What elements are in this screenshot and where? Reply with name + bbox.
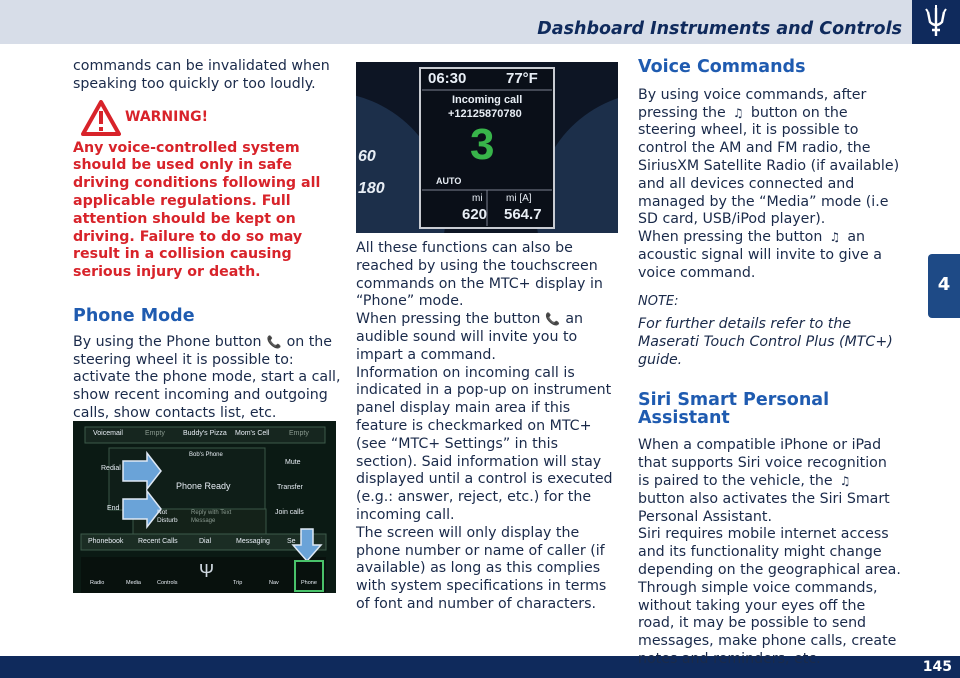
tab-settings[interactable]: Se [287,538,296,545]
tab-recent-calls[interactable]: Recent Calls [138,538,178,545]
col2-p4: The screen will only display the phone n… [356,524,607,612]
warning-icon [81,99,121,136]
phone-screen-image: Voicemail Empty Buddy's Pizza Mom's Cell… [73,421,336,593]
cluster-incoming: Incoming call [452,94,523,106]
col2-p2a: When pressing the button [356,311,541,328]
nav-phone[interactable]: Phone [301,580,317,586]
gauge-label-180: 180 [358,180,385,197]
voice-command-icon: ♫ [732,105,744,120]
page-title: Dashboard Instruments and Controls [537,19,902,39]
nav-nav[interactable]: Nav [269,580,279,586]
voice-commands-heading: Voice Commands [638,57,806,77]
redial-button[interactable]: Redial [101,465,121,472]
phone-mode-heading: Phone Mode [73,305,195,326]
device-name: Bob's Phone [189,452,223,458]
cluster-number: +12125870780 [448,108,522,120]
gauge-label-60: 60 [358,148,376,165]
cluster-mi-value: 620 [462,206,488,223]
trident-nav-icon[interactable]: Ψ [199,561,215,581]
instrument-cluster-image: 06:30 77°F Incoming call +12125870780 3 … [356,62,618,233]
fav-2[interactable]: Empty [145,430,165,437]
cluster-mi-label: mi [472,193,483,204]
tab-phonebook[interactable]: Phonebook [88,538,124,545]
voice-p1a: By using voice commands, after pressing … [638,86,867,121]
cluster-gear: 3 [470,120,495,169]
note-label: NOTE: [638,293,679,309]
phone-icon: 📞 [266,334,282,349]
phone-status: Phone Ready [176,481,231,491]
intro-text: commands can be invalidated when speakin… [73,58,330,92]
page-footer [0,656,960,678]
column-right: Voice Commands By using voice commands, … [638,57,902,669]
tab-messaging[interactable]: Messaging [236,538,270,545]
siri-heading: Siri Smart Personal Assistant [638,389,830,428]
cluster-time: 06:30 [428,70,467,87]
end-button[interactable]: End [107,505,120,512]
warning-title: WARNING! [125,108,208,125]
tab-dial[interactable]: Dial [199,538,212,545]
chapter-tab[interactable]: 4 [928,254,960,318]
voice-command-icon: ♫ [829,230,841,245]
cluster-mode: AUTO [436,176,462,186]
nav-radio[interactable]: Radio [90,580,105,586]
fav-1[interactable]: Voicemail [93,430,123,437]
page-number: 145 [922,659,952,675]
siri-p2: Siri requires mobile internet access and… [638,526,901,667]
join-calls-button[interactable]: Join calls [275,509,304,516]
fav-5[interactable]: Empty [289,430,309,437]
fav-4[interactable]: Mom's Cell [235,430,270,437]
column-middle: All these functions can also be reached … [356,240,621,614]
fav-3[interactable]: Buddy's Pizza [183,430,227,437]
cluster-temp: 77°F [506,70,538,87]
chapter-number: 4 [937,274,951,295]
siri-p1b: button also activates the Siri Smart Per… [638,490,890,525]
voice-command-icon: ♫ [839,473,851,488]
dnd-button[interactable]: Not Disturb [157,509,178,524]
nav-controls[interactable]: Controls [157,580,178,586]
siri-p1a: When a compatible iPhone or iPad that su… [638,437,887,489]
nav-media[interactable]: Media [126,580,141,586]
voice-p2a: When pressing the button [638,229,823,246]
transfer-button[interactable]: Transfer [277,484,303,491]
col2-p3: Information on incoming call is indicate… [356,364,613,523]
col2-p1: All these functions can also be reached … [356,240,603,310]
reply-button[interactable]: Reply with Text Message [191,510,232,524]
note-text: For further details refer to the Maserat… [638,316,893,368]
nav-trip[interactable]: Trip [233,580,243,586]
voice-p1b: button on the steering wheel, it is poss… [638,104,900,228]
phone-icon: 📞 [545,312,561,327]
column-left: commands can be invalidated when speakin… [73,58,341,423]
phone-text-b: on the steering wheel it is possible to:… [73,333,341,421]
mute-button[interactable]: Mute [285,459,301,466]
voice-p2b: an acoustic signal will invite to give a… [638,229,882,281]
phone-text-a: By using the Phone button [73,333,262,350]
page-header [0,0,960,44]
cluster-mia-value: 564.7 [504,206,542,223]
warning-body: Any voice-controlled system should be us… [73,139,321,281]
cluster-mia-label: mi [A] [506,193,532,204]
trident-logo-icon [912,0,960,44]
col2-p2b: an audible sound will invite you to impa… [356,311,584,363]
